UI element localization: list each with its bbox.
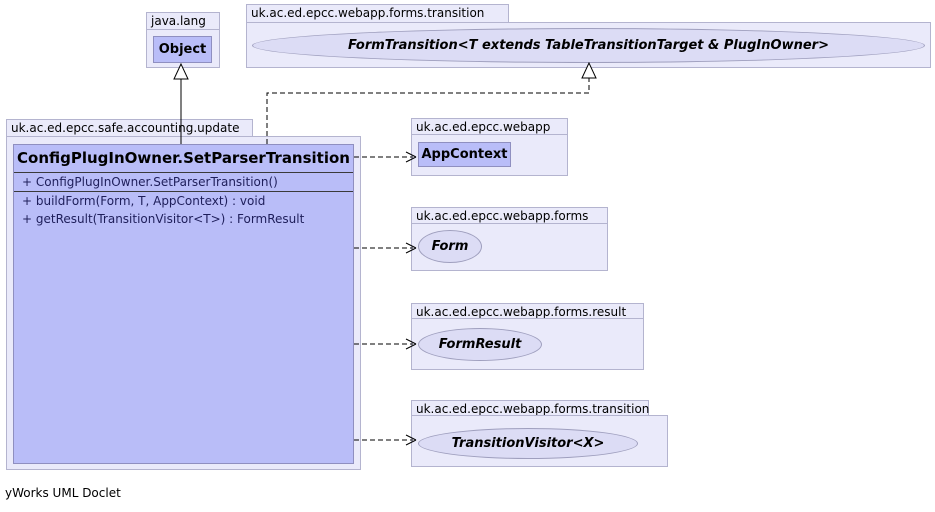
constructor-row: + ConfigPlugInOwner.SetParserTransition(… [14, 173, 353, 192]
package-tab-webapp-forms-transition-bottom[interactable]: uk.ac.ed.epcc.webapp.forms.transition [411, 400, 649, 416]
generator-credit-label: yWorks UML Doclet [5, 486, 121, 500]
package-tab-webapp-forms[interactable]: uk.ac.ed.epcc.webapp.forms [411, 207, 608, 224]
interface-node-form-transition[interactable]: FormTransition<T extends TableTransition… [252, 28, 925, 63]
package-tab-safe-accounting-update[interactable]: uk.ac.ed.epcc.safe.accounting.update [6, 119, 253, 137]
dependency-arrow-to-appcontext [354, 151, 417, 163]
interface-node-form-result[interactable]: FormResult [418, 328, 542, 361]
dependency-arrow-to-form [354, 242, 417, 254]
interface-node-form[interactable]: Form [418, 230, 482, 263]
class-title-set-parser-transition[interactable]: ConfigPlugInOwner.SetParserTransition [14, 145, 353, 173]
package-tab-webapp-forms-result[interactable]: uk.ac.ed.epcc.webapp.forms.result [411, 303, 644, 319]
dependency-arrow-to-transition-visitor [354, 434, 417, 446]
dependency-arrow-to-form-result [354, 338, 417, 350]
class-node-appcontext[interactable]: AppContext [418, 142, 511, 167]
package-tab-webapp-forms-transition-top[interactable]: uk.ac.ed.epcc.webapp.forms.transition [246, 4, 509, 23]
interface-node-transition-visitor[interactable]: TransitionVisitor<X> [418, 428, 638, 459]
class-node-set-parser-transition[interactable]: ConfigPlugInOwner.SetParserTransition + … [13, 144, 354, 464]
package-tab-webapp[interactable]: uk.ac.ed.epcc.webapp [411, 118, 568, 135]
package-tab-java-lang[interactable]: java.lang [146, 12, 220, 30]
method-row-getresult: + getResult(TransitionVisitor<T>) : Form… [22, 212, 305, 226]
class-node-object[interactable]: Object [153, 36, 212, 63]
method-row-buildform: + buildForm(Form, T, AppContext) : void [22, 194, 266, 208]
